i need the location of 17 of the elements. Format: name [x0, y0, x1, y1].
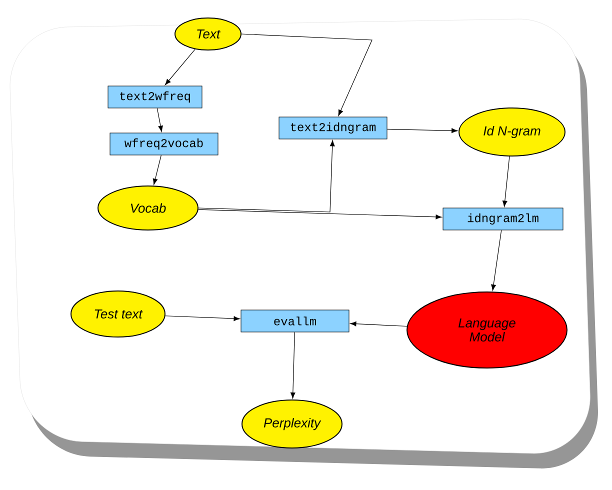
arrow	[502, 156, 510, 207]
arrow	[491, 230, 502, 291]
program-box: evallm	[240, 310, 350, 332]
arrow	[290, 332, 296, 399]
program-box: wfreq2vocab	[110, 132, 218, 156]
arrow	[165, 316, 240, 321]
arrow	[164, 48, 196, 86]
arrow	[198, 209, 442, 220]
arrow	[241, 34, 372, 116]
program-box: text2idngram	[278, 116, 388, 140]
program-box: idngram2lm	[442, 208, 564, 230]
arrow	[152, 154, 162, 185]
arrow	[350, 321, 408, 327]
arrow	[198, 140, 335, 212]
arrow	[156, 108, 163, 132]
program-box: text2wfreq	[108, 86, 202, 108]
arrow	[386, 128, 458, 134]
